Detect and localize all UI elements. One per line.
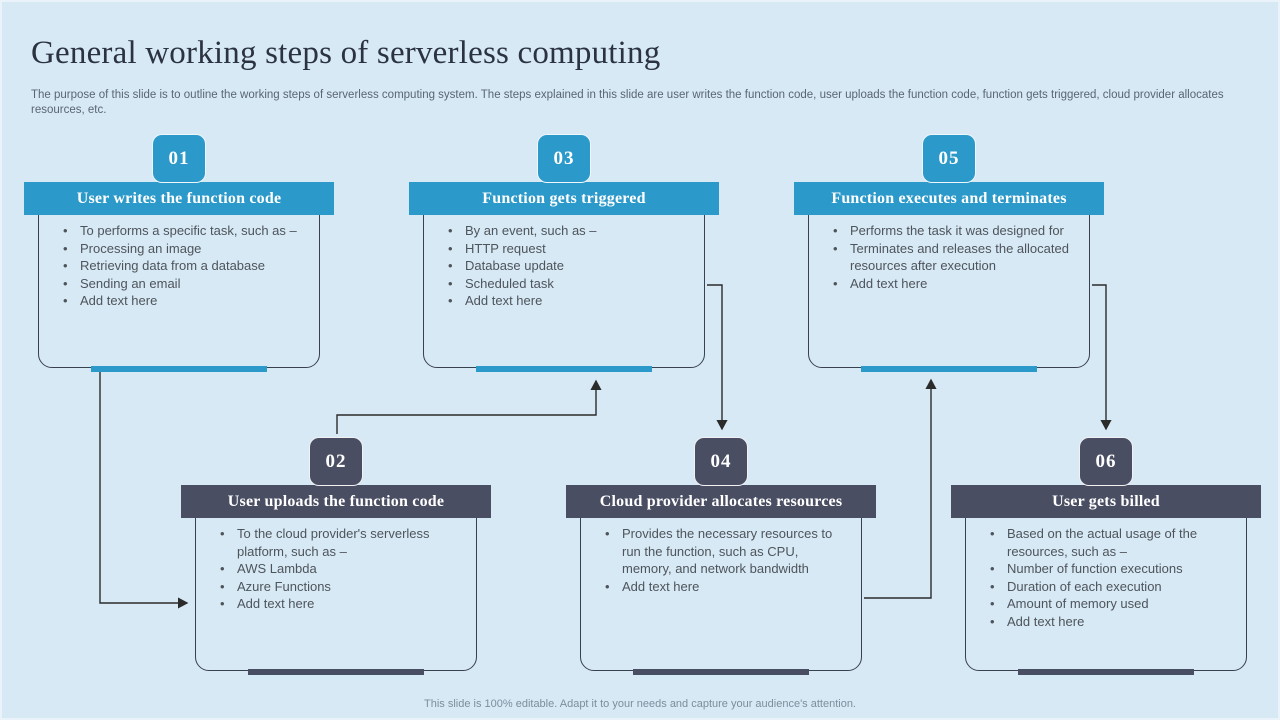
step-03-accent-bar <box>476 366 652 372</box>
bullet-item: Add text here <box>63 292 308 310</box>
step-02-accent-bar <box>248 669 424 675</box>
slide-subtitle: The purpose of this slide is to outline … <box>31 89 1224 116</box>
bullet-item: Scheduled task <box>448 275 693 293</box>
bullet-item: Retrieving data from a database <box>63 257 308 275</box>
bullet-item: Processing an image <box>63 240 308 258</box>
step-card-06: User gets billed 06 Based on the actual … <box>951 437 1261 677</box>
step-card-02: User uploads the function code 02 To the… <box>181 437 491 677</box>
bullet-item: Sending an email <box>63 275 308 293</box>
bullet-item: Based on the actual usage of the resourc… <box>990 525 1235 560</box>
bullet-item: HTTP request <box>448 240 693 258</box>
bullet-item: AWS Lambda <box>220 560 465 578</box>
bullet-item: Terminates and releases the allocated re… <box>833 240 1078 275</box>
bullet-item: Azure Functions <box>220 578 465 596</box>
step-04-number-badge: 04 <box>694 437 748 486</box>
bullet-item: Number of function executions <box>990 560 1235 578</box>
step-01-title-bar: User writes the function code <box>24 182 334 215</box>
step-card-05: Function executes and terminates 05 Perf… <box>794 134 1104 374</box>
step-03-number-badge: 03 <box>537 134 591 183</box>
step-01-bullet-list: To performs a specific task, such as – P… <box>38 222 320 310</box>
bullet-item: Add text here <box>833 275 1078 293</box>
bullet-item: Add text here <box>605 578 850 596</box>
step-06-accent-bar <box>1018 669 1194 675</box>
page-title: General working steps of serverless comp… <box>31 35 661 71</box>
bullet-item: Duration of each execution <box>990 578 1235 596</box>
bullet-item: To the cloud provider's serverless platf… <box>220 525 465 560</box>
step-card-01: User writes the function code 01 To perf… <box>24 134 334 374</box>
step-06-bullet-list: Based on the actual usage of the resourc… <box>965 525 1247 630</box>
step-01-accent-bar <box>91 366 267 372</box>
arrow-step2-to-step3 <box>336 379 602 434</box>
step-04-bullet-list: Provides the necessary resources to run … <box>580 525 862 595</box>
step-04-title-bar: Cloud provider allocates resources <box>566 485 876 518</box>
slide-footer-note: This slide is 100% editable. Adapt it to… <box>424 698 856 710</box>
step-05-bullet-list: Performs the task it was designed for Te… <box>808 222 1090 292</box>
step-02-number-badge: 02 <box>309 437 363 486</box>
bullet-item: Performs the task it was designed for <box>833 222 1078 240</box>
bullet-item: Provides the necessary resources to run … <box>605 525 850 578</box>
bullet-item: Add text here <box>448 292 693 310</box>
step-card-04: Cloud provider allocates resources 04 Pr… <box>566 437 876 677</box>
bullet-item: Add text here <box>220 595 465 613</box>
step-06-number-badge: 06 <box>1079 437 1133 486</box>
step-03-title-bar: Function gets triggered <box>409 182 719 215</box>
step-02-bullet-list: To the cloud provider's serverless platf… <box>195 525 477 613</box>
step-05-accent-bar <box>861 366 1037 372</box>
step-05-title-bar: Function executes and terminates <box>794 182 1104 215</box>
step-06-title-bar: User gets billed <box>951 485 1261 518</box>
bullet-item: To performs a specific task, such as – <box>63 222 308 240</box>
step-03-bullet-list: By an event, such as – HTTP request Data… <box>423 222 705 310</box>
step-card-03: Function gets triggered 03 By an event, … <box>409 134 719 374</box>
bullet-item: Add text here <box>990 613 1235 631</box>
bullet-item: Database update <box>448 257 693 275</box>
bullet-item: Amount of memory used <box>990 595 1235 613</box>
step-01-number-badge: 01 <box>152 134 206 183</box>
step-04-accent-bar <box>633 669 809 675</box>
step-05-number-badge: 05 <box>922 134 976 183</box>
arrow-step1-to-step2 <box>99 372 189 609</box>
bullet-item: By an event, such as – <box>448 222 693 240</box>
step-02-title-bar: User uploads the function code <box>181 485 491 518</box>
